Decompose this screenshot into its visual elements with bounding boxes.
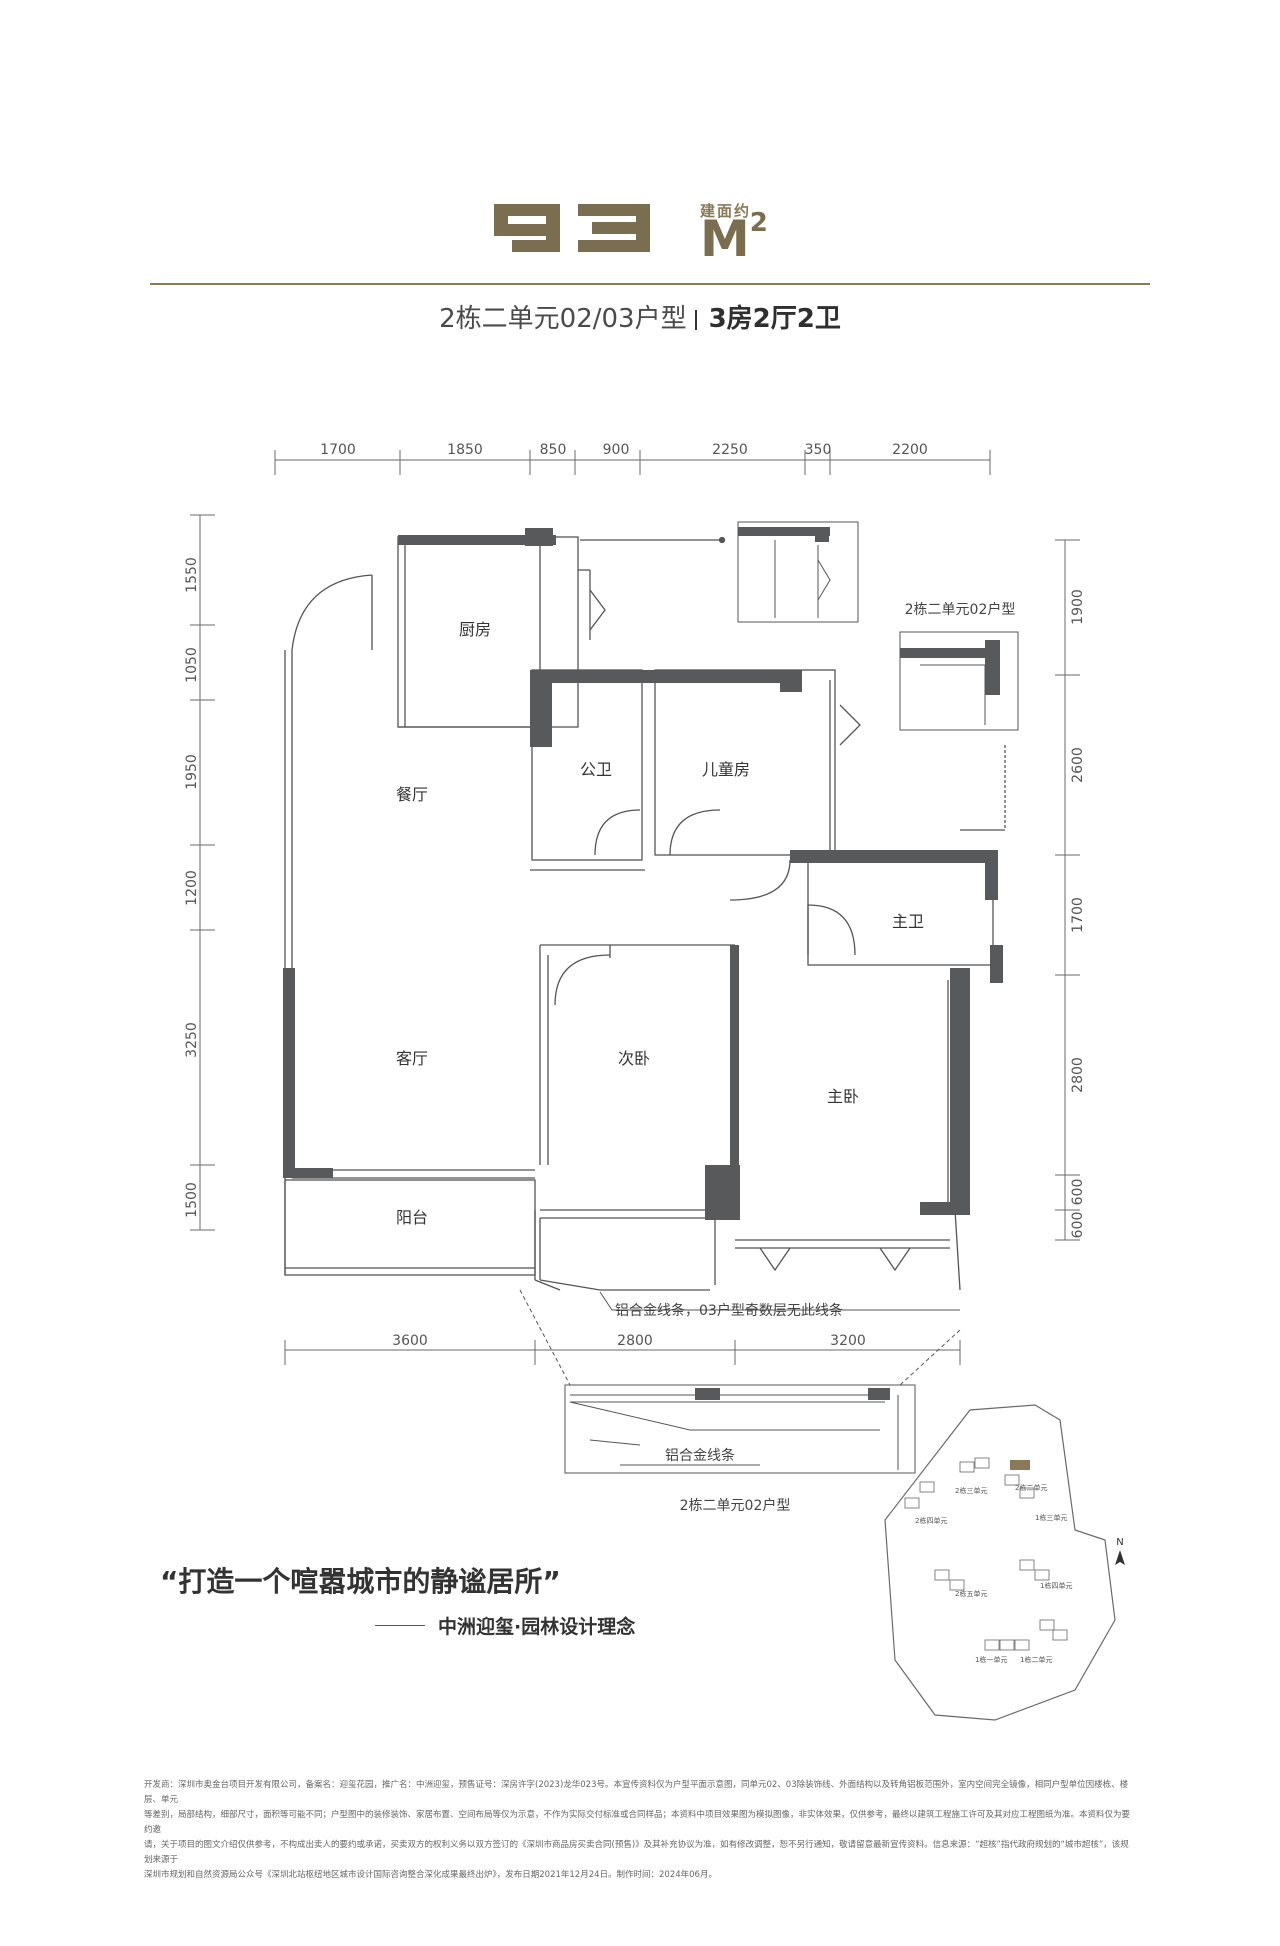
dim-right-4: 2800 [1070,1057,1086,1093]
inset-kitchen [737,521,859,623]
room-living: 客厅 [396,1049,428,1068]
dim-left-1: 1550 [184,557,200,593]
floor-plan: 1700 1850 850 900 2250 350 2200 1550 105… [184,442,1086,1514]
area-number-graphic [494,204,650,252]
title-separator [694,309,697,330]
area-unit: M2 [700,208,768,268]
site-label-4: 2栋五单元 [955,1589,987,1598]
disclaimer: 开发商：深圳市奥金台项目开发有限公司，备案名：迎玺花园，推广名：中洲迎玺，预售证… [144,1778,1134,1883]
room-public-bath: 公卫 [580,760,612,779]
inset-02-right: 2栋二单元02户型 [899,601,1019,731]
inset-02-right-label: 2栋二单元02户型 [905,601,1016,618]
site-label-5: 1栋三单元 [1035,1513,1067,1522]
site-label-7: 1栋一单元 [975,1655,1007,1664]
dim-left-6: 1500 [184,1182,200,1218]
site-label-1: 2栋二单元 [1015,1483,1047,1492]
unit-layout: 3房2厅2卫 [708,304,841,334]
dim-top-2: 1850 [447,442,483,458]
site-label-3: 2栋四单元 [915,1516,947,1525]
dim-top-1: 1700 [320,442,356,458]
unit-name: 2栋二单元02/03户型 [439,304,687,334]
site-label-8: 1栋二单元 [1020,1655,1052,1664]
title-rule [150,283,1150,285]
quote-text: “打造一个喧嚣城市的静谧居所” [160,1565,561,1598]
disclaimer-line: 等差别，局部结构，细部尺寸，面积等可能不同；户型图中的装修装饰、家居布置、空间布… [144,1810,1131,1835]
north-label: N [1116,1537,1123,1548]
dim-left-5: 3250 [184,1022,200,1058]
room-balcony: 阳台 [396,1208,428,1227]
dim-bottom-2: 2800 [617,1333,653,1349]
site-label-2: 2栋三单元 [955,1486,987,1495]
inset-line-note: 铝合金线条 [665,1447,735,1464]
room-second-bedroom: 次卧 [618,1049,650,1068]
unit-title: 2栋二单元02/03户型 3房2厅2卫 [0,298,1280,335]
dim-top-6: 350 [805,442,832,458]
room-kitchen: 厨房 [459,620,491,639]
disclaimer-line: 开发商：深圳市奥金台项目开发有限公司，备案名：迎玺花园，推广名：中洲迎玺，预售证… [144,1780,1129,1805]
dim-top-7: 2200 [892,442,928,458]
dim-left-2: 1050 [184,647,200,683]
dim-right-2: 2600 [1070,747,1086,783]
line-note: 铝合金线条，03户型奇数层无此线条 [615,1302,843,1319]
dim-bottom-3: 3200 [830,1333,866,1349]
quote-dash [375,1625,425,1626]
disclaimer-line: 深圳市规划和自然资源局公众号《深圳北站枢纽地区城市设计国际咨询整合深化成果最终出… [144,1870,717,1880]
quote-author: 中洲迎玺·园林设计理念 [438,1616,636,1638]
disclaimer-line: 请，关于项目的图文介绍仅供参考，不构成出卖人的要约或承诺，买卖双方的权利义务以双… [144,1840,1129,1865]
dim-top-4: 900 [603,442,630,458]
dim-ticks-top [274,450,991,475]
room-kids: 儿童房 [702,760,750,779]
room-labels: 厨房 餐厅 公卫 儿童房 主卫 客厅 次卧 主卧 阳台 [396,620,924,1227]
inset-balcony [564,1384,916,1474]
dim-right-3: 1700 [1070,897,1086,933]
north-arrow-icon [1115,1550,1125,1565]
dim-top-3: 850 [540,442,567,458]
inset-02-bottom-label: 2栋二单元02户型 [680,1497,791,1514]
dim-right-1: 1900 [1070,589,1086,625]
area-unit-label: 建面约 [700,202,752,220]
site-plan: 2栋二单元 2栋三单元 2栋四单元 2栋五单元 1栋三单元 1栋四单元 1栋一单… [884,1404,1125,1721]
dim-bottom-1: 3600 [392,1333,428,1349]
dim-left-4: 1200 [184,870,200,906]
room-master-bath: 主卫 [892,912,924,931]
room-dining: 餐厅 [396,785,428,804]
room-master-bedroom: 主卧 [827,1087,859,1106]
dim-top-5: 2250 [712,442,748,458]
site-label-6: 1栋四单元 [1040,1581,1072,1590]
dim-left-3: 1950 [184,754,200,790]
solid-walls [283,528,1003,1220]
dim-right-5: 600 [1070,1179,1086,1206]
dim-right-6: 600 [1070,1212,1086,1239]
